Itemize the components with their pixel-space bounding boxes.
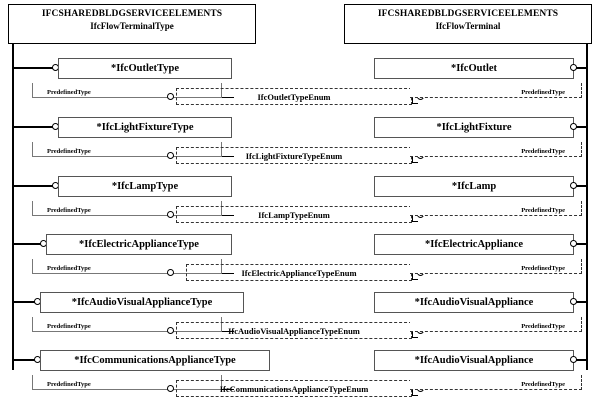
package-right-name: IfcFlowTerminal bbox=[435, 20, 501, 31]
row-3-left-enum-endpoint bbox=[167, 211, 174, 218]
attr-ifcelectricappliance: PredefinedType bbox=[410, 259, 582, 274]
enum-ifclightfixturetypeenum-label: IfcLightFixtureTypeEnum bbox=[245, 150, 343, 161]
row-5-left-enum-endpoint bbox=[167, 327, 174, 334]
entity-ifclightfixturetype-label: *IfcLightFixtureType bbox=[96, 122, 194, 133]
row-4-left-enum-endpoint bbox=[167, 269, 174, 276]
row-1-left-enum-link bbox=[222, 97, 234, 98]
enum-ifcoutlettypeenum[interactable]: IfcOutletTypeEnum bbox=[176, 88, 412, 105]
attr-ifclamptype: PredefinedType bbox=[32, 201, 222, 216]
enum-ifclamptypeenum[interactable]: IfcLampTypeEnum bbox=[176, 206, 412, 223]
entity-ifccommunicationsappliancetype[interactable]: *IfcCommunicationsApplianceType bbox=[40, 350, 270, 371]
enum-ifcaudiovisualappliancetypeenum-label: IfcAudioVisualApplianceTypeEnum bbox=[228, 325, 360, 336]
row-4-left-enum-link bbox=[222, 273, 234, 274]
right-generalization-spine bbox=[586, 44, 588, 370]
row-6-right-branch-endpoint bbox=[570, 356, 577, 363]
row-5-right-branch-endpoint bbox=[570, 298, 577, 305]
attr-ifclightfixture: PredefinedType bbox=[410, 142, 582, 157]
attr-ifclightfixturetype: PredefinedType bbox=[32, 142, 222, 157]
row-6-left-enum-link bbox=[222, 389, 234, 390]
entity-ifclightfixture[interactable]: *IfcLightFixture bbox=[374, 117, 574, 138]
row-3-right-branch-line bbox=[574, 185, 588, 187]
entity-ifclamptype[interactable]: *IfcLampType bbox=[58, 176, 232, 197]
attr-ifcaudiovisualappliance: PredefinedType bbox=[410, 317, 582, 332]
attr-ifcoutlet-label: PredefinedType bbox=[521, 89, 565, 96]
enum-ifclightfixturetypeenum[interactable]: IfcLightFixtureTypeEnum bbox=[176, 147, 412, 164]
entity-ifcaudiovisualappliance-label: *IfcAudioVisualAppliance bbox=[414, 297, 534, 308]
row-5-left-branch-line bbox=[12, 301, 42, 303]
row-3-right-branch-endpoint bbox=[570, 182, 577, 189]
enum-ifccommunicationsappliancetypeenum[interactable]: IfcCommunicationsApplianceTypeEnum bbox=[176, 380, 412, 397]
entity-ifcaudiovisualappliance[interactable]: *IfcAudioVisualAppliance bbox=[374, 292, 574, 313]
entity-ifcelectricappliance-label: *IfcElectricAppliance bbox=[425, 239, 523, 250]
row-1-left-enum-endpoint bbox=[167, 93, 174, 100]
entity-ifcaudiovisualappliancetype[interactable]: *IfcAudioVisualApplianceType bbox=[40, 292, 244, 313]
attr-ifcelectricappliancetype: PredefinedType bbox=[32, 259, 222, 274]
attr-ifcaudiovisualappliance-duplicate-label: PredefinedType bbox=[521, 381, 565, 388]
entity-ifcaudiovisualappliance-duplicate-label: *IfcAudioVisualAppliance bbox=[414, 355, 534, 366]
entity-ifcelectricappliancetype[interactable]: *IfcElectricApplianceType bbox=[46, 234, 232, 255]
row-1-left-branch-line bbox=[12, 67, 60, 69]
row-4-right-branch-line bbox=[574, 243, 588, 245]
left-generalization-spine bbox=[12, 44, 14, 370]
row-1-right-branch-endpoint bbox=[570, 64, 577, 71]
enum-ifclamptypeenum-label: IfcLampTypeEnum bbox=[258, 209, 330, 220]
attr-ifcelectricappliance-label: PredefinedType bbox=[521, 265, 565, 272]
attr-ifcoutlet: PredefinedType bbox=[410, 83, 582, 98]
attr-ifcoutlettype: PredefinedType bbox=[32, 83, 222, 98]
enum-ifccommunicationsappliancetypeenum-label: IfcCommunicationsApplianceTypeEnum bbox=[219, 383, 369, 394]
enum-ifcaudiovisualappliancetypeenum[interactable]: IfcAudioVisualApplianceTypeEnum bbox=[176, 322, 412, 339]
row-6-left-branch-line bbox=[12, 359, 42, 361]
entity-ifclamp[interactable]: *IfcLamp bbox=[374, 176, 574, 197]
entity-ifcaudiovisualappliancetype-label: *IfcAudioVisualApplianceType bbox=[71, 297, 213, 308]
entity-ifcaudiovisualappliance-duplicate[interactable]: *IfcAudioVisualAppliance bbox=[374, 350, 574, 371]
row-2-right-branch-endpoint bbox=[570, 123, 577, 130]
row-2-left-branch-line bbox=[12, 126, 60, 128]
entity-ifclightfixture-label: *IfcLightFixture bbox=[436, 122, 512, 133]
row-4-right-branch-endpoint bbox=[570, 240, 577, 247]
attr-ifcoutlettype-label: PredefinedType bbox=[47, 89, 91, 96]
attr-ifcaudiovisualappliancetype-label: PredefinedType bbox=[47, 323, 91, 330]
attr-ifclamp-label: PredefinedType bbox=[521, 207, 565, 214]
entity-ifclamptype-label: *IfcLampType bbox=[111, 181, 179, 192]
entity-ifccommunicationsappliancetype-label: *IfcCommunicationsApplianceType bbox=[74, 355, 236, 366]
package-right-schema: IFCSHAREDBLDGSERVICEELEMENTS bbox=[377, 9, 559, 19]
attr-ifcaudiovisualappliance-label: PredefinedType bbox=[521, 323, 565, 330]
enum-ifcoutlettypeenum-label: IfcOutletTypeEnum bbox=[257, 91, 331, 102]
package-left-name: IfcFlowTerminalType bbox=[90, 20, 174, 31]
row-6-right-branch-line bbox=[574, 359, 588, 361]
row-5-right-branch-line bbox=[574, 301, 588, 303]
attr-ifcaudiovisualappliancetype: PredefinedType bbox=[32, 317, 222, 332]
package-header-left: IFCSHAREDBLDGSERVICEELEMENTS IfcFlowTerm… bbox=[8, 4, 256, 44]
row-2-right-branch-line bbox=[574, 126, 588, 128]
attr-ifclamptype-label: PredefinedType bbox=[47, 207, 91, 214]
row-2-left-enum-link bbox=[222, 156, 234, 157]
attr-ifclightfixturetype-label: PredefinedType bbox=[47, 148, 91, 155]
entity-ifclamp-label: *IfcLamp bbox=[451, 181, 497, 192]
attr-ifccommunicationsappliancetype-label: PredefinedType bbox=[47, 381, 91, 388]
enum-ifcelectricappliancetypeenum-label: IfcElectricApplianceTypeEnum bbox=[241, 267, 357, 278]
row-5-left-enum-link bbox=[222, 331, 234, 332]
row-3-left-branch-line bbox=[12, 185, 60, 187]
entity-ifcoutlet-label: *IfcOutlet bbox=[450, 63, 498, 74]
entity-ifclightfixturetype[interactable]: *IfcLightFixtureType bbox=[58, 117, 232, 138]
attr-ifclamp: PredefinedType bbox=[410, 201, 582, 216]
row-4-left-branch-line bbox=[12, 243, 48, 245]
attr-ifcelectricappliancetype-label: PredefinedType bbox=[47, 265, 91, 272]
attr-ifclightfixture-label: PredefinedType bbox=[521, 148, 565, 155]
entity-ifcoutlet[interactable]: *IfcOutlet bbox=[374, 58, 574, 79]
entity-ifcelectricappliance[interactable]: *IfcElectricAppliance bbox=[374, 234, 574, 255]
attr-ifcaudiovisualappliance-duplicate: PredefinedType bbox=[410, 375, 582, 390]
package-header-right: IFCSHAREDBLDGSERVICEELEMENTS IfcFlowTerm… bbox=[344, 4, 592, 44]
row-6-left-enum-endpoint bbox=[167, 385, 174, 392]
entity-ifcelectricappliancetype-label: *IfcElectricApplianceType bbox=[79, 239, 199, 250]
package-left-schema: IFCSHAREDBLDGSERVICEELEMENTS bbox=[41, 9, 223, 19]
row-3-left-enum-link bbox=[222, 215, 234, 216]
row-2-left-enum-endpoint bbox=[167, 152, 174, 159]
enum-ifcelectricappliancetypeenum[interactable]: IfcElectricApplianceTypeEnum bbox=[186, 264, 412, 281]
entity-ifcoutlettype-label: *IfcOutletType bbox=[110, 63, 180, 74]
attr-ifccommunicationsappliancetype: PredefinedType bbox=[32, 375, 222, 390]
row-1-right-branch-line bbox=[574, 67, 588, 69]
entity-ifcoutlettype[interactable]: *IfcOutletType bbox=[58, 58, 232, 79]
